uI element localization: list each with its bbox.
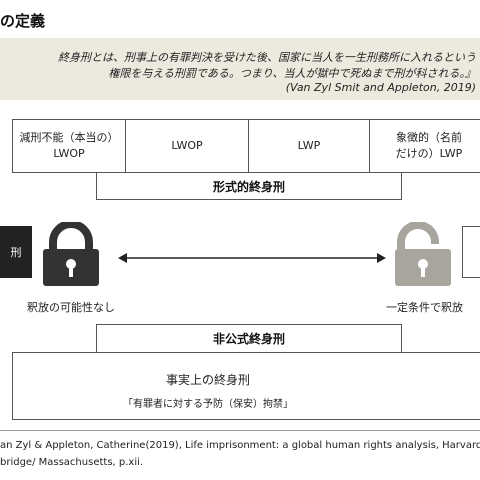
- right-edge-box: [462, 226, 480, 278]
- category-cell-nominal-lwp: 象徴的（名前だけの）LWP: [369, 119, 480, 173]
- conditional-release-caption: 一定条件で釈放: [386, 301, 463, 314]
- informal-life-sentence-label: 非公式終身刑: [96, 324, 402, 353]
- footer-divider: [0, 430, 480, 431]
- category-line: だけの）LWP: [395, 147, 463, 160]
- category-line: LWOP: [171, 139, 203, 152]
- quote-citation: (Van Zyl Smit and Appleton, 2019): [285, 81, 476, 94]
- formal-life-sentence-label: 形式的終身刑: [96, 172, 402, 200]
- category-line: 減刑不能（本当の）: [19, 131, 119, 144]
- reference-line-2: bridge/ Massachusetts, p.xii.: [0, 457, 144, 468]
- quote-line-1: 終身刑とは、刑事上の有罪判決を受けた後、国家に当人を一生刑務所に入れるという: [58, 51, 476, 64]
- category-cell-lwop: LWOP: [125, 119, 249, 173]
- double-arrow-icon: [118, 253, 386, 263]
- left-edge-box: 刑: [0, 226, 32, 278]
- de-facto-subtitle: 「有罪者に対する予防（保安）拘禁」: [123, 399, 293, 410]
- reference-line-1: an Zyl & Appleton, Catherine(2019), Life…: [0, 440, 480, 451]
- slide-title: の定義: [0, 12, 46, 30]
- category-cell-lwp: LWP: [248, 119, 370, 173]
- definition-quote: 終身刑とは、刑事上の有罪判決を受けた後、国家に当人を一生刑務所に入れるという 権…: [0, 38, 480, 100]
- unlocked-padlock-icon: [395, 222, 451, 286]
- category-cell-true-lwop: 減刑不能（本当の） LWOP: [12, 119, 126, 173]
- no-release-caption: 釈放の可能性なし: [27, 301, 115, 314]
- category-line: LWP: [297, 139, 321, 152]
- de-facto-life-sentence-box: 事実上の終身刑 「有罪者に対する予防（保安）拘禁」: [12, 352, 480, 420]
- quote-line-2: 権限を与える刑罰である。つまり、当人が獄中で死ぬまで刑が科される。』: [108, 67, 476, 80]
- category-line: LWOP: [53, 147, 85, 160]
- locked-padlock-icon: [43, 222, 99, 286]
- category-line: 象徴的（名前: [395, 131, 462, 144]
- de-facto-title: 事実上の終身刑: [165, 373, 250, 387]
